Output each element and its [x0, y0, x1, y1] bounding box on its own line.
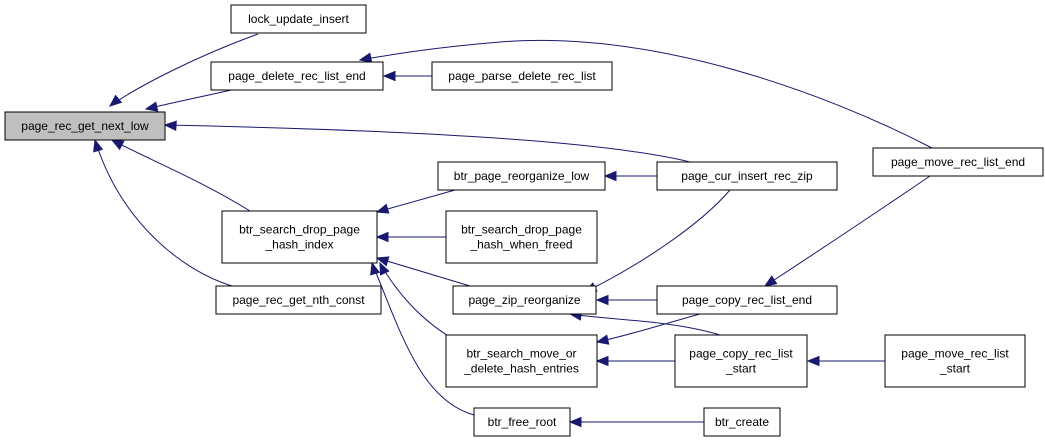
node-page-move-rec-list-start[interactable]: page_move_rec_list_start — [884, 334, 1026, 388]
node-btr-search-drop-page-hash-when-freed[interactable]: btr_search_drop_page_hash_when_freed — [445, 210, 598, 264]
edge-page_rec_get_nth_const-to-root — [93, 138, 233, 287]
node-page-rec-get-nth-const[interactable]: page_rec_get_nth_const — [215, 285, 382, 315]
node-root[interactable]: page_rec_get_next_low — [4, 111, 166, 141]
edge-page_copy_rec_list_end-to-page_zip_reorganize — [595, 294, 657, 306]
node-label: page_delete_rec_list_end — [228, 69, 365, 83]
node-label: page_zip_reorganize — [468, 293, 580, 307]
node-label: page_rec_get_next_low — [21, 119, 149, 133]
edge-page_zip_reorganize-to-btr_search_drop_page_hash_index — [375, 256, 471, 287]
edge-btr_search_drop_page_hash_index-to-root — [110, 139, 251, 212]
node-label: page_move_rec_list — [901, 347, 1009, 361]
edge-btr_search_move_or_delete_hash_entries-to-btr_search_drop_page_hash_index — [379, 261, 456, 341]
edge-btr_search_drop_page_hash_when_freed-to-btr_search_drop_page_hash_index — [375, 231, 446, 243]
edge-page_copy_rec_list_end-to-btr_search_move_or_delete_hash_entries — [595, 313, 701, 345]
node-label: _hash_when_freed — [469, 238, 572, 252]
node-label: _delete_hash_entries — [463, 362, 579, 376]
node-label: btr_search_move_or — [466, 347, 576, 361]
node-label: page_rec_get_nth_const — [232, 293, 365, 307]
node-page-copy-rec-list-end[interactable]: page_copy_rec_list_end — [656, 285, 838, 315]
node-btr-create[interactable]: btr_create — [703, 407, 781, 437]
edge-page_copy_rec_list_start-to-btr_search_move_or_delete_hash_entries — [595, 355, 675, 367]
node-label: btr_page_reorganize_low — [454, 169, 590, 183]
node-label: btr_search_drop_page — [461, 223, 582, 237]
node-page-parse-delete-rec-list[interactable]: page_parse_delete_rec_list — [431, 61, 613, 91]
edge-btr_create-to-btr_free_root — [568, 416, 704, 428]
node-page-copy-rec-list-start[interactable]: page_copy_rec_list_start — [674, 334, 808, 388]
edge-page_move_rec_list_start-to-page_copy_rec_list_start — [806, 355, 885, 367]
edge-page_cur_insert_rec_zip-to-page_zip_reorganize — [583, 189, 731, 293]
node-label: btr_search_drop_page — [239, 223, 360, 237]
node-lock-update-insert[interactable]: lock_update_insert — [230, 4, 367, 34]
edge-lock_update_insert-to-root — [108, 33, 259, 107]
node-label: page_copy_rec_list — [689, 347, 793, 361]
node-label: page_cur_insert_rec_zip — [681, 169, 813, 183]
node-label: btr_free_root — [488, 415, 557, 429]
node-page-zip-reorganize[interactable]: page_zip_reorganize — [452, 285, 597, 315]
node-page-move-rec-list-end[interactable]: page_move_rec_list_end — [872, 147, 1044, 177]
edge-btr_page_reorganize_low-to-btr_search_drop_page_hash_index — [375, 189, 456, 214]
node-btr-search-move-or-delete-hash-entries[interactable]: btr_search_move_or_delete_hash_entries — [445, 334, 598, 388]
node-label: _start — [725, 362, 757, 376]
node-btr-free-root[interactable]: btr_free_root — [473, 407, 571, 437]
node-label: lock_update_insert — [248, 12, 349, 26]
node-label: btr_create — [715, 415, 769, 429]
node-btr-page-reorganize-low[interactable]: btr_page_reorganize_low — [437, 161, 606, 191]
edge-page_delete_rec_list_end-to-root — [144, 87, 241, 112]
edge-btr_free_root-to-btr_search_drop_page_hash_index — [370, 261, 475, 416]
edge-page_parse_delete_rec_list-to-page_delete_rec_list_end — [382, 70, 432, 82]
node-btr-search-drop-page-hash-index[interactable]: btr_search_drop_page_hash_index — [221, 210, 378, 264]
node-label: _hash_index — [264, 238, 333, 252]
edge-page_move_rec_list_end-to-page_copy_rec_list_end — [763, 175, 931, 287]
node-label: _start — [939, 362, 971, 376]
edge-page_move_rec_list_end-to-page_delete_rec_list_end — [358, 39, 933, 149]
node-label: page_parse_delete_rec_list — [448, 69, 596, 83]
node-label: page_copy_rec_list_end — [682, 293, 812, 307]
edge-page_cur_insert_rec_zip-to-btr_page_reorganize_low — [603, 170, 657, 182]
edge-page_cur_insert_rec_zip-to-root — [163, 120, 691, 163]
node-page-cur-insert-rec-zip[interactable]: page_cur_insert_rec_zip — [656, 161, 838, 191]
node-page-delete-rec-list-end[interactable]: page_delete_rec_list_end — [210, 61, 384, 91]
node-label: page_move_rec_list_end — [891, 155, 1025, 169]
